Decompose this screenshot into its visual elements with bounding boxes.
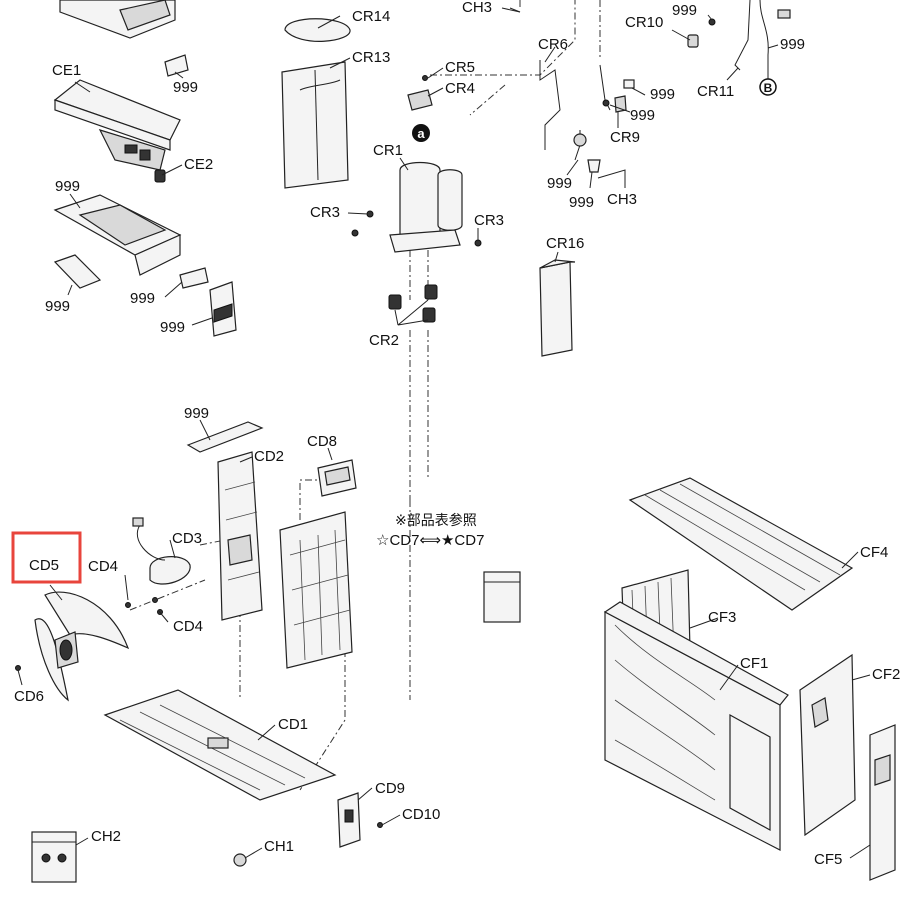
part-ch2-screw-bag — [31, 831, 77, 883]
part-cr4-terminal-cover — [407, 89, 433, 111]
marker-a — [412, 124, 430, 142]
label-cr6: CR6 — [538, 36, 568, 53]
highlight-box — [11, 531, 82, 584]
part-cr10-sensor — [687, 18, 716, 48]
part-cf5-side-cover — [869, 724, 896, 881]
label-cf1: CF1 — [740, 655, 768, 672]
part-cd8-reactor — [317, 459, 357, 497]
label-999-h: 999 — [55, 178, 80, 195]
label-999-g: 999 — [173, 79, 198, 96]
part-cd9-terminal-block — [337, 792, 361, 848]
label-999-j: 999 — [130, 290, 155, 307]
part-cd3-fan-motor — [132, 517, 191, 585]
part-999-small-clip-top — [164, 54, 189, 77]
label-ch2: CH2 — [91, 828, 121, 845]
part-ch3-sensor — [597, 169, 626, 188]
label-ce2: CE2 — [184, 156, 213, 173]
label-999-i: 999 — [45, 298, 70, 315]
label-cd6: CD6 — [14, 688, 44, 705]
label-999-e: 999 — [547, 175, 572, 192]
label-cf5: CF5 — [814, 851, 842, 868]
label-999-k: 999 — [160, 319, 185, 336]
part-999-bracket — [209, 281, 237, 337]
part-cr13-sound-jacket — [281, 61, 349, 189]
label-cr4: CR4 — [445, 80, 475, 97]
part-cd6-nut — [15, 665, 21, 671]
part-cr11-wiring — [734, 0, 791, 80]
label-cd2: CD2 — [254, 448, 284, 465]
part-labels: CH3 CR14 CR13 CR5 CR4 CR6 CR10 999 999 9… — [14, 0, 900, 868]
label-cd4-top: CD4 — [88, 558, 118, 575]
part-cf1-front-panel — [603, 601, 789, 851]
label-999-b: 999 — [780, 36, 805, 53]
label-999-l: 999 — [184, 405, 209, 422]
label-cd7-link: ☆CD7⟺★CD7 — [376, 532, 484, 549]
part-cd7-partition-panel — [279, 511, 353, 669]
label-cd9: CD9 — [375, 780, 405, 797]
label-999-f: 999 — [569, 194, 594, 211]
part-ce2-fuse — [154, 169, 166, 183]
label-cd8: CD8 — [307, 433, 337, 450]
label-cf3: CF3 — [708, 609, 736, 626]
label-cr1: CR1 — [373, 142, 403, 159]
part-cd1-base-pan — [103, 689, 337, 801]
part-999-small-panel-b — [179, 267, 209, 289]
label-cr13: CR13 — [352, 49, 390, 66]
part-cd2-motor-bracket — [217, 451, 263, 621]
label-cr10: CR10 — [625, 14, 663, 31]
part-cd5-propeller-fan — [34, 591, 130, 702]
part-cd10-screw — [377, 822, 383, 828]
label-marker-a: a — [417, 126, 425, 141]
part-cf2-side-panel — [799, 653, 856, 837]
label-cf4: CF4 — [860, 544, 888, 561]
part-999-top-bracket — [186, 421, 264, 453]
label-cr9: CR9 — [610, 129, 640, 146]
label-marker-b: B — [764, 81, 773, 95]
label-cd3: CD3 — [172, 530, 202, 547]
label-note-jp: ※部品表参照 — [395, 512, 477, 529]
marker-b — [759, 78, 777, 96]
label-cr5: CR5 — [445, 59, 475, 76]
part-999-small-panel-a — [53, 254, 102, 289]
part-cr5-screw — [422, 75, 428, 81]
label-999-d: 999 — [630, 107, 655, 124]
label-cr16: CR16 — [546, 235, 584, 252]
label-999-a: 999 — [672, 2, 697, 19]
label-cf2: CF2 — [872, 666, 900, 683]
part-cd4-screws — [125, 597, 163, 615]
label-cr3-right: CR3 — [474, 212, 504, 229]
assembly-lines — [129, 0, 601, 791]
part-cf4-top-panel — [628, 477, 854, 611]
part-ce1-control-board — [53, 79, 181, 171]
part-cd7-bag-icon — [483, 571, 521, 623]
label-999-c: 999 — [650, 86, 675, 103]
label-ch3-mid: CH3 — [607, 191, 637, 208]
label-ch1: CH1 — [264, 838, 294, 855]
label-cr14: CR14 — [352, 8, 390, 25]
label-cr11: CR11 — [697, 83, 734, 100]
label-cr3-left: CR3 — [310, 204, 340, 221]
label-ce1: CE1 — [52, 62, 81, 79]
label-cd4-bot: CD4 — [173, 618, 203, 635]
part-cr3-screws — [351, 210, 482, 247]
label-cd5: CD5 — [29, 557, 59, 574]
part-cr14-top-cap — [284, 18, 351, 42]
label-cd1: CD1 — [278, 716, 308, 733]
highlighted-label-cd5[interactable]: CD5 — [11, 531, 82, 584]
part-cr6-pipe — [539, 60, 561, 150]
part-999-valve-parts — [573, 64, 635, 173]
top-cover-plate — [59, 0, 176, 39]
label-cr2: CR2 — [369, 332, 399, 349]
part-ch1-drain — [233, 853, 247, 867]
label-ch3-top: CH3 — [462, 0, 492, 16]
label-cd10: CD10 — [402, 806, 440, 823]
part-cr1-compressor — [389, 161, 463, 253]
leader-lines — [17, 7, 871, 859]
part-cr2-rubber-mounts — [388, 284, 438, 323]
part-cr16-pipe-cover — [539, 259, 576, 357]
part-999-board-tray — [53, 194, 182, 276]
